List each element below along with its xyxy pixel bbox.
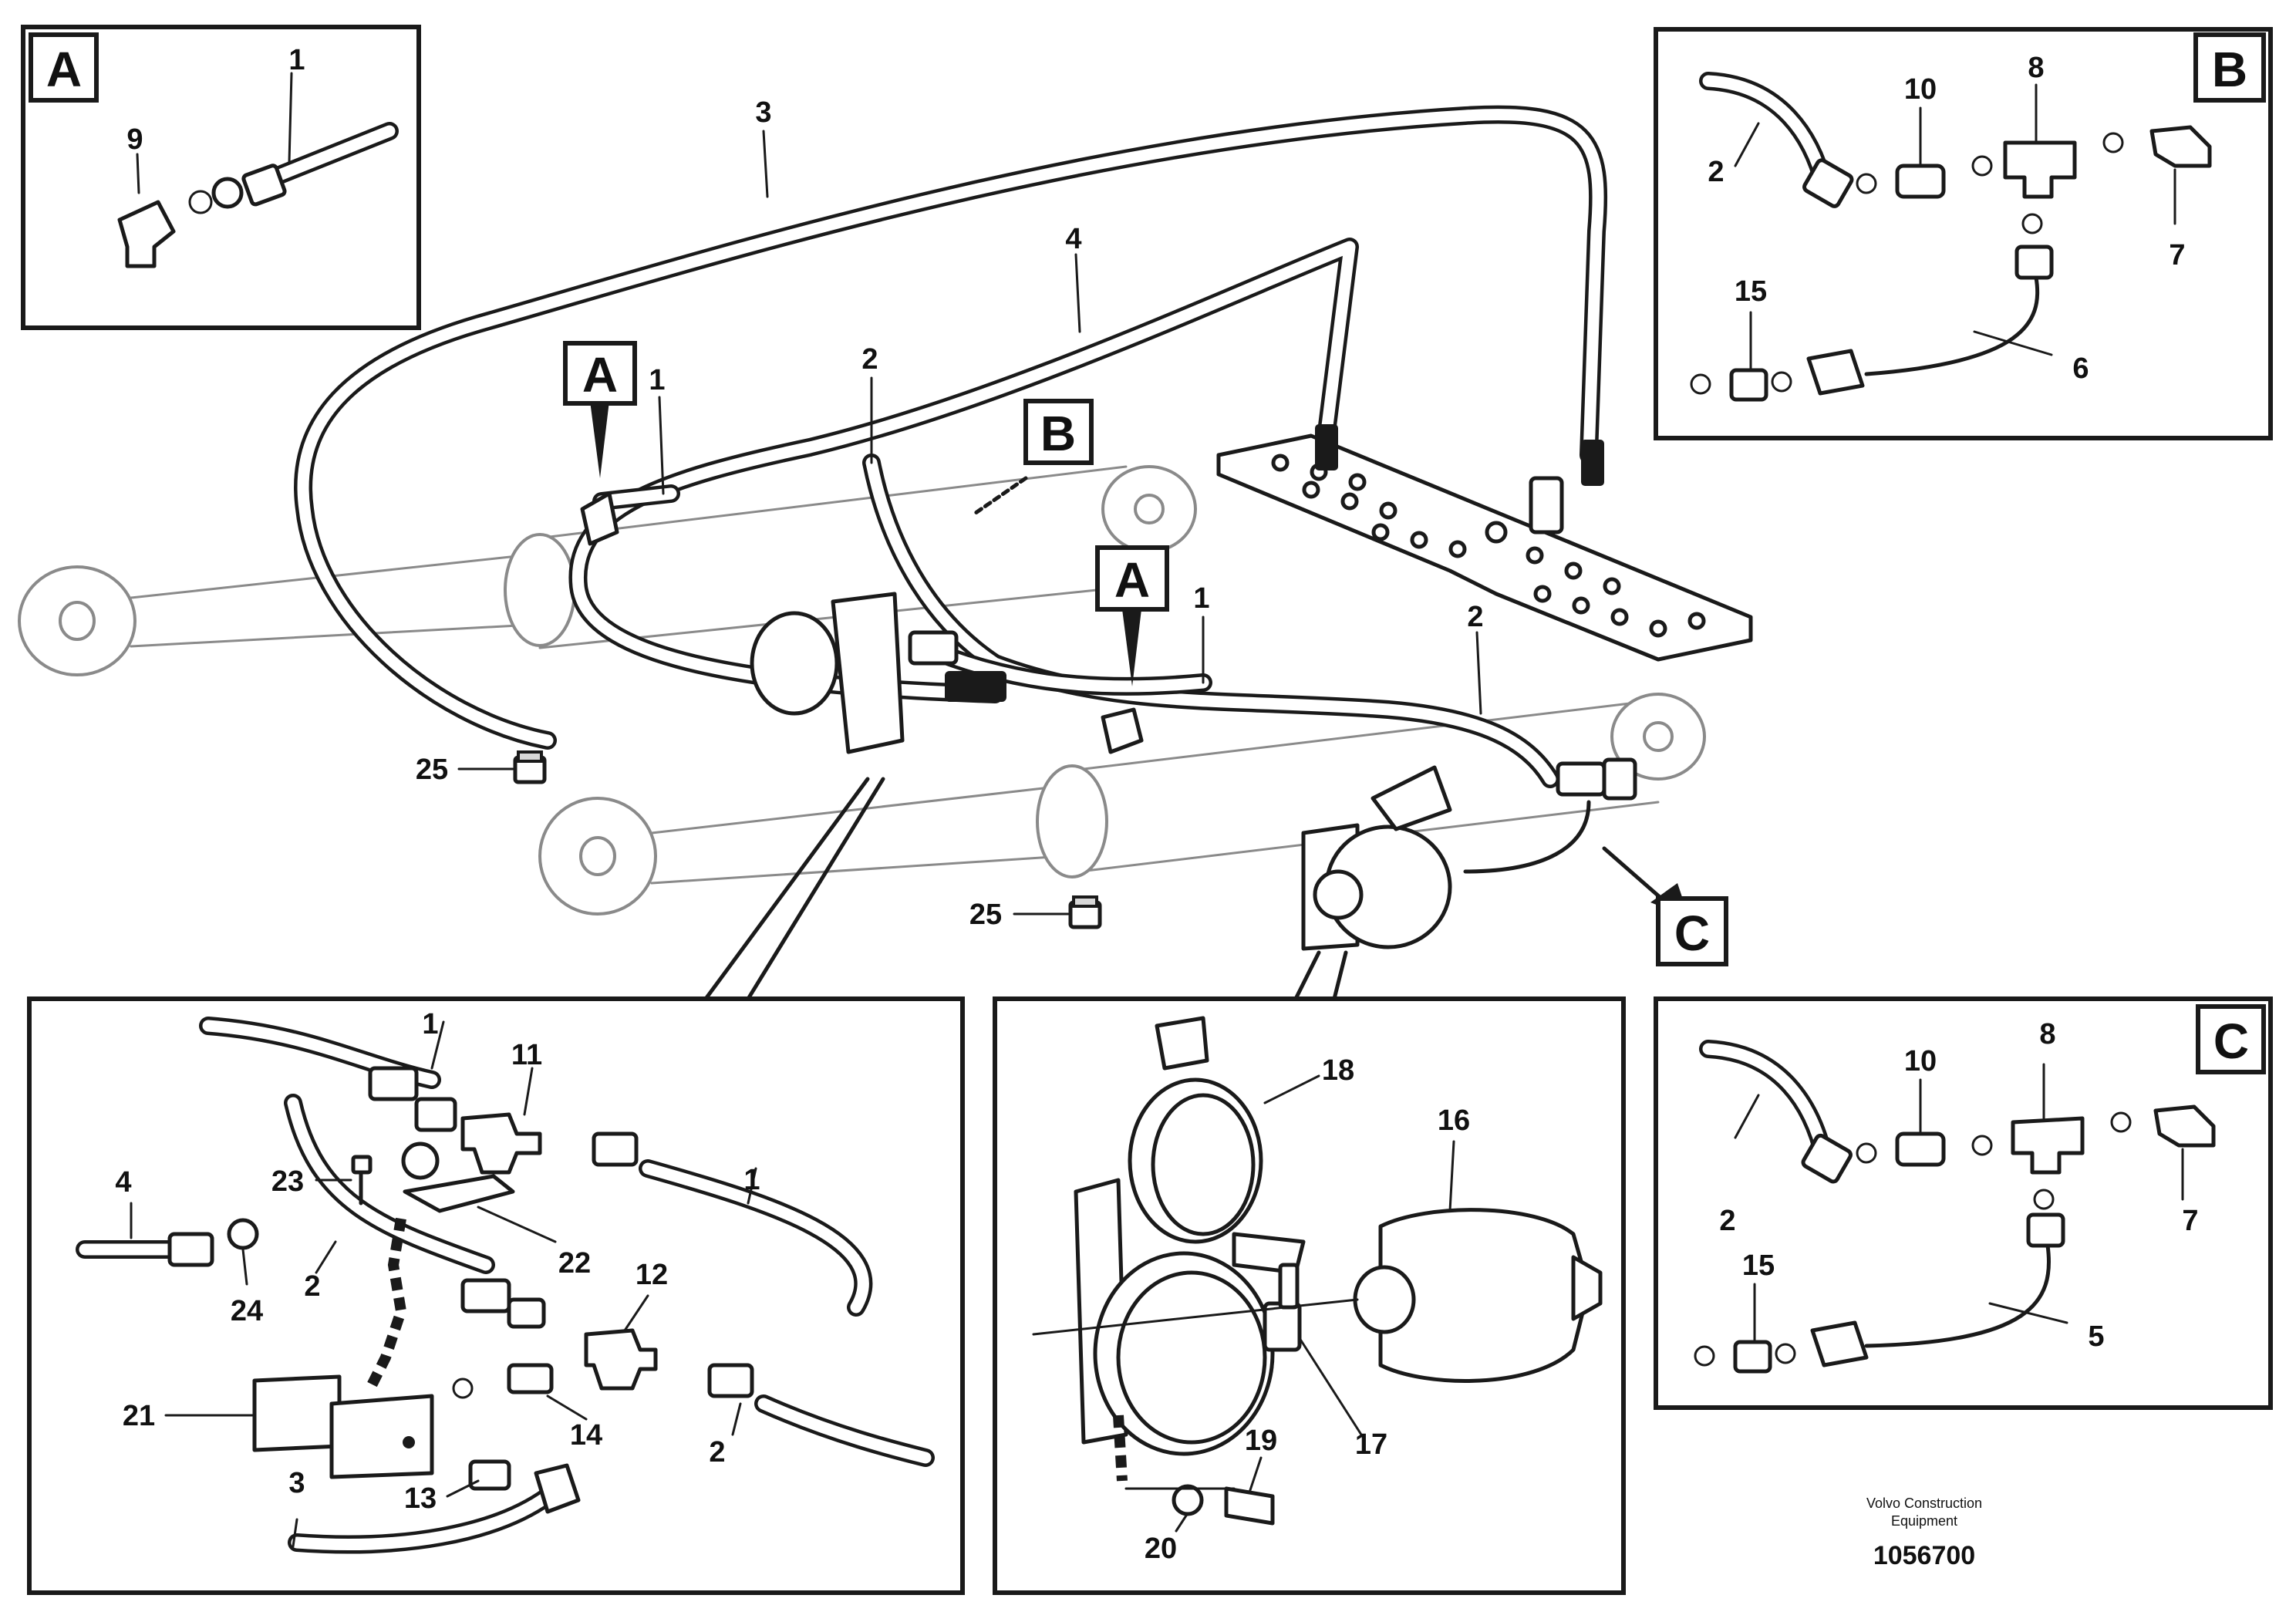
view-tag-b-box: B <box>2212 42 2247 97</box>
callout-15-detail-c: 15 <box>1742 1249 1775 1282</box>
callout-1-detail-valve-right: 1 <box>743 1164 760 1196</box>
document-number: 1056700 <box>1873 1541 1975 1570</box>
callout-7-detail-c: 7 <box>2182 1205 2198 1237</box>
callout-25-main-lower: 25 <box>969 899 1002 931</box>
callout-12-detail-valve: 12 <box>636 1259 668 1291</box>
detail-view-c <box>1654 996 2273 1410</box>
callout-22-detail-valve: 22 <box>558 1247 591 1280</box>
callout-10-detail-c: 10 <box>1904 1045 1937 1077</box>
callout-2-main-left: 2 <box>861 343 878 376</box>
callout-15-detail-b: 15 <box>1735 275 1767 308</box>
callout-4-detail-valve: 4 <box>115 1166 131 1199</box>
leader-3 <box>762 130 769 198</box>
leader-2-right <box>1475 631 1482 715</box>
callout-6-detail-b: 6 <box>2072 352 2089 385</box>
callout-21-detail-valve: 21 <box>123 1400 155 1432</box>
publisher-credit-line2: Equipment <box>1891 1513 1957 1529</box>
view-tag-c-box: C <box>2213 1013 2249 1069</box>
view-tag-a-main-right: A <box>1114 552 1150 608</box>
view-tag-c-main-frame <box>1656 896 1728 966</box>
leader-4 <box>1074 253 1081 333</box>
view-tag-a-main-right-frame <box>1095 545 1169 612</box>
arrow-a-left <box>590 401 609 478</box>
arrow-a-right <box>1122 609 1141 686</box>
callout-13-detail-valve: 13 <box>404 1482 437 1515</box>
leader-b-arrow <box>973 476 1028 515</box>
callout-2-detail-b: 2 <box>1708 156 1724 188</box>
detail-view-valve-mount <box>27 996 965 1595</box>
accumulator-16-assembled <box>1301 765 1452 951</box>
leader-1-left <box>658 396 665 495</box>
view-tag-a-main-left: A <box>582 347 618 403</box>
plug-25-upper <box>513 750 547 784</box>
main-assembly-view <box>18 105 1753 1001</box>
callout-24-detail-valve: 24 <box>231 1295 263 1327</box>
callout-7-detail-b: 7 <box>2169 239 2185 271</box>
valve-block <box>750 592 1006 754</box>
callout-2-detail-valve-right: 2 <box>709 1436 725 1469</box>
detail-view-a <box>21 25 421 330</box>
detail-view-accumulator <box>993 996 1626 1595</box>
view-tag-a-main-left-frame <box>563 341 637 406</box>
callout-20-detail-accumulator: 20 <box>1145 1533 1177 1565</box>
hydraulic-cylinder-upper <box>18 465 1197 676</box>
callout-25-main-upper: 25 <box>416 754 448 786</box>
mounting-plate <box>1216 433 1753 662</box>
callout-18-detail-accumulator: 18 <box>1322 1054 1354 1087</box>
detail-connector-bottom-center <box>1293 950 1348 1001</box>
hose-fittings <box>580 424 1637 801</box>
callout-17-detail-accumulator: 17 <box>1355 1428 1387 1461</box>
callout-9-detail-a: 9 <box>126 123 143 156</box>
callout-23-detail-valve: 23 <box>271 1165 304 1198</box>
callout-2-detail-valve-left: 2 <box>304 1270 320 1303</box>
view-tag-a-box: A <box>46 42 82 97</box>
view-tag-b-main: B <box>1040 406 1076 461</box>
callout-3-main: 3 <box>755 96 771 129</box>
callout-1-main-left: 1 <box>649 364 665 396</box>
callout-4-main: 4 <box>1065 223 1081 255</box>
view-tag-c-main: C <box>1674 905 1710 961</box>
callout-10-detail-b: 10 <box>1904 73 1937 106</box>
callout-8-detail-b: 8 <box>2028 52 2044 84</box>
callout-1-detail-a: 1 <box>288 44 305 76</box>
callout-16-detail-accumulator: 16 <box>1438 1104 1470 1137</box>
callout-11-detail-valve: 11 <box>511 1039 542 1071</box>
callout-2-detail-c: 2 <box>1719 1205 1735 1237</box>
detail-connector-bottom-left <box>703 777 885 1001</box>
hydraulic-cylinder-lower <box>538 693 1706 916</box>
callout-8-detail-c: 8 <box>2039 1018 2055 1050</box>
callout-14-detail-valve: 14 <box>570 1419 602 1452</box>
pipe-5 <box>1463 800 1591 874</box>
leader-c <box>1602 846 1668 905</box>
detail-view-b <box>1654 27 2273 440</box>
callout-1-detail-valve-top: 1 <box>422 1008 438 1040</box>
callout-3-detail-valve: 3 <box>288 1467 305 1499</box>
view-tag-b-main-frame <box>1023 399 1094 465</box>
callout-5-detail-c: 5 <box>2088 1320 2104 1353</box>
callout-19-detail-accumulator: 19 <box>1245 1425 1277 1457</box>
publisher-credit-line1: Volvo Construction <box>1866 1496 1982 1511</box>
plug-25-lower <box>1068 895 1102 929</box>
callout-1-main-right: 1 <box>1193 582 1209 615</box>
callout-2-main-right: 2 <box>1467 601 1483 633</box>
